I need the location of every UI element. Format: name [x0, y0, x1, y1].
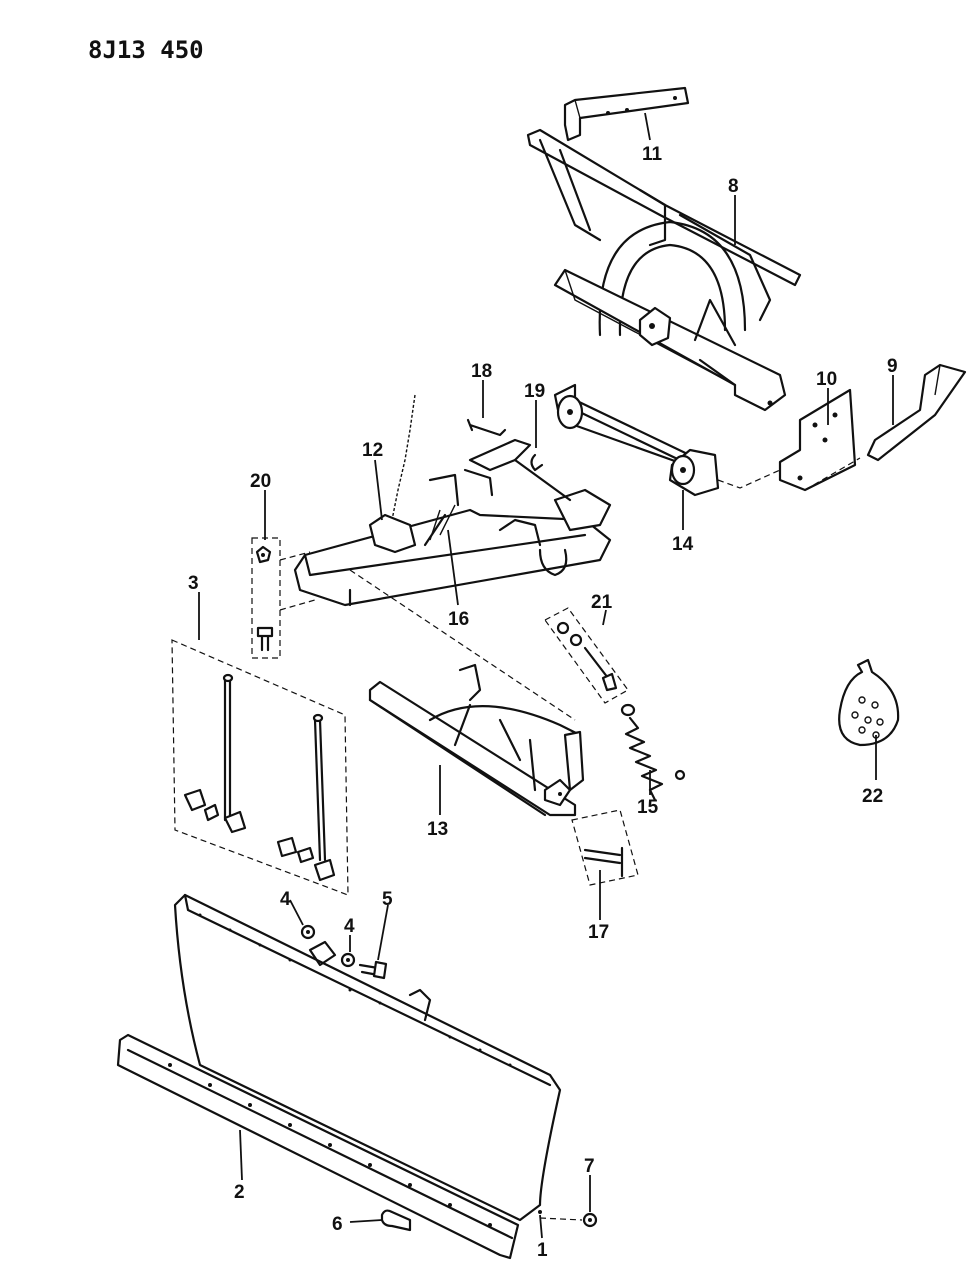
- part-2-cutting-edge: [116, 1033, 520, 1260]
- assembly-line-20: [279, 551, 316, 611]
- assembly-line-14-to-10: [717, 469, 781, 489]
- callout-21: 21: [591, 592, 613, 613]
- callout-22: 22: [862, 786, 883, 807]
- part-7-nut: [582, 1212, 598, 1228]
- callout-10: 10: [816, 369, 837, 390]
- part-4-nut-lower: [340, 952, 356, 968]
- callout-8: 8: [728, 176, 739, 197]
- callout-12: 12: [362, 440, 383, 461]
- part-15-return-spring: [620, 703, 686, 802]
- part-9-brace-bar: [866, 363, 967, 462]
- assembly-line-6-to-7: [539, 1217, 583, 1221]
- leader-lines: [198, 112, 894, 1239]
- callout-1: 1: [537, 1240, 548, 1261]
- assembly-line-10-to-9: [804, 457, 861, 491]
- drawing-code: 8J13 450: [88, 36, 204, 64]
- part-13-blade-mount-frame: [368, 663, 585, 817]
- callout-5: 5: [382, 889, 393, 910]
- part-17-pin-kit: [571, 809, 639, 886]
- part-21-spring-hardware-kit: [544, 607, 629, 704]
- callout-9: 9: [887, 356, 898, 377]
- part-11-mount-bracket: [563, 86, 690, 142]
- part-16-pivot-rod: [423, 513, 447, 547]
- callout-11: 11: [642, 144, 663, 165]
- part-14-cross-tube: [553, 383, 720, 497]
- part-5-bolt: [358, 960, 388, 980]
- callout-3: 3: [188, 573, 199, 594]
- callout-4-upper: 4: [280, 889, 291, 910]
- callout-13: 13: [427, 819, 448, 840]
- callout-18: 18: [471, 361, 492, 382]
- part-10-mounting-plate: [778, 388, 857, 492]
- callout-16: 16: [448, 609, 469, 630]
- part-3-rod-kit: [171, 639, 349, 896]
- callout-6: 6: [332, 1214, 343, 1235]
- callout-7: 7: [584, 1156, 595, 1177]
- part-4-nut-upper: [300, 924, 316, 940]
- callout-17: 17: [588, 922, 609, 943]
- part-8-push-frame: [526, 128, 802, 412]
- part-6-carriage-bolt: [380, 1209, 412, 1232]
- callout-2: 2: [234, 1182, 245, 1203]
- callout-15: 15: [637, 797, 659, 818]
- part-19-clip: [530, 453, 544, 472]
- part-1-plow-blade: [173, 893, 562, 1222]
- callout-4-lower: 4: [344, 916, 355, 937]
- part-12-a-frame-assembly: [293, 394, 612, 607]
- callout-20: 20: [250, 471, 271, 492]
- assembly-line-13-to-12: [349, 569, 576, 721]
- part-18-hitch-pin: [466, 418, 507, 437]
- callout-14: 14: [672, 534, 694, 555]
- part-22-hardware-bag: [838, 658, 900, 747]
- callout-19: 19: [524, 381, 545, 402]
- part-20-bolt-kit: [251, 537, 281, 659]
